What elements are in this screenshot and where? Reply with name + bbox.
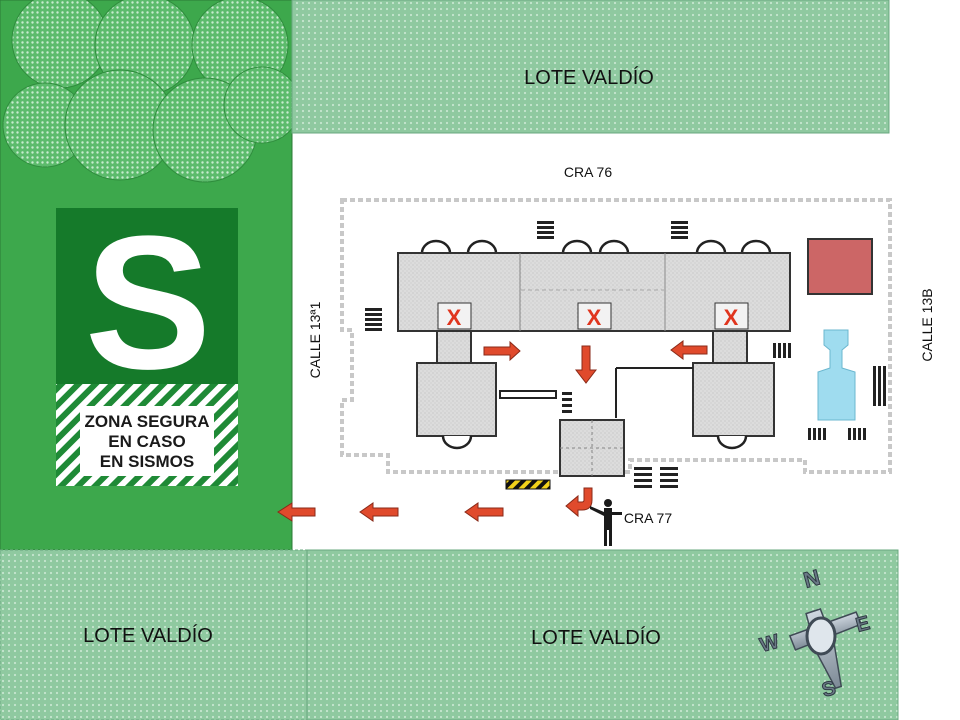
arrow-left-1 [464, 502, 504, 522]
arrow-down [574, 345, 598, 384]
vacant-lot-bottom-left [0, 549, 308, 720]
marker-x-2: X [587, 305, 602, 330]
water-tank [817, 329, 856, 421]
marker-x-3: X [724, 305, 739, 330]
traffic-officer-figure [590, 499, 622, 546]
safe-zone-sign: S ZONA SEGURA EN CASO EN SISMOS [56, 197, 238, 486]
arrow-left-2 [359, 502, 399, 522]
hazard-tape [505, 479, 551, 490]
compass-w: W [758, 631, 782, 657]
hazard-markers: X X X [437, 302, 749, 330]
compass-rose: N S E W [757, 564, 873, 702]
street-north-label: CRA 76 [564, 164, 612, 180]
sign-letter: S [85, 197, 212, 409]
arrow-left [670, 340, 708, 360]
street-east-label: CALLE 13B [919, 288, 935, 361]
compass-e: E [854, 612, 873, 637]
side-buildings [416, 330, 775, 477]
utility-box [807, 238, 873, 295]
marker-x-1: X [447, 305, 462, 330]
arrow-curve [565, 487, 593, 518]
lot-top-label: LOTE VALDÍO [524, 66, 654, 89]
vacant-lot-top [291, 0, 890, 134]
sign-line-3: EN SISMOS [100, 452, 194, 471]
compass-s: S [820, 677, 839, 702]
arrow-right [483, 340, 521, 362]
evacuation-arrows [277, 340, 708, 522]
barrier-icons [365, 221, 886, 488]
lot-bottom-right-label: LOTE VALDÍO [531, 626, 661, 649]
street-south-label: CRA 77 [624, 510, 672, 526]
sign-line-2: EN CASO [108, 432, 185, 451]
seating-top [420, 239, 772, 254]
stair-ramp [499, 390, 557, 399]
lot-bottom-left-label: LOTE VALDÍO [83, 624, 213, 647]
sign-line-1: ZONA SEGURA [85, 412, 210, 431]
compass-n: N [801, 565, 823, 593]
property-boundary [340, 198, 892, 474]
arrow-left-3 [277, 502, 316, 522]
street-west-label: CALLE 13ª1 [307, 301, 323, 378]
seating-bottom [441, 435, 748, 450]
